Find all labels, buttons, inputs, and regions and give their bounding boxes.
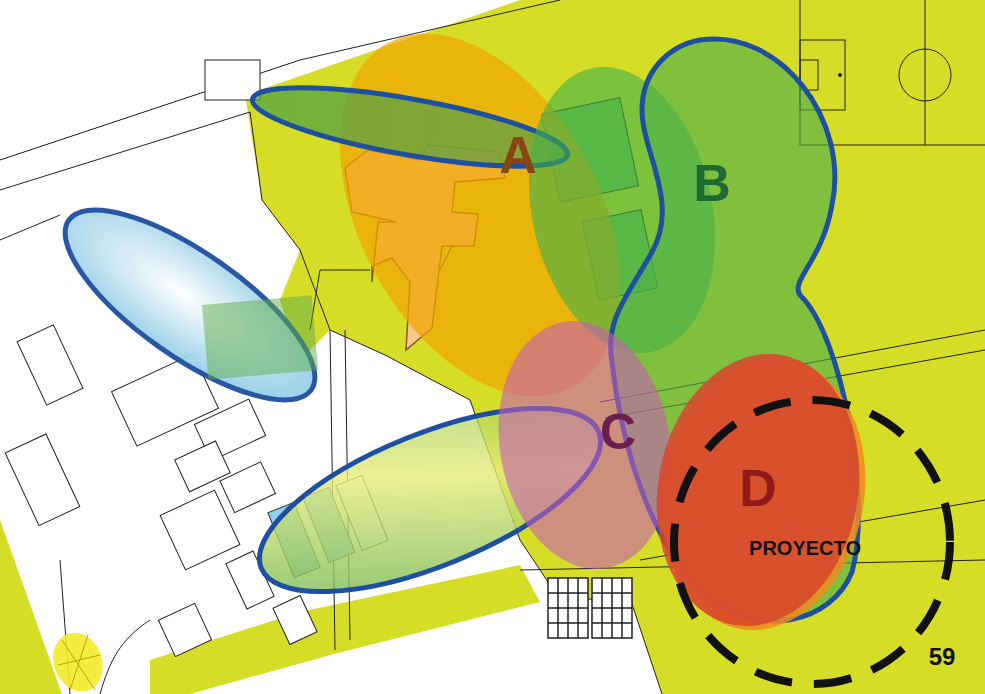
zone-letter: C bbox=[600, 407, 636, 457]
project-area: PROYECTO bbox=[672, 397, 952, 687]
zone-letter: A bbox=[499, 129, 537, 181]
zone-outline bbox=[495, 320, 675, 570]
zone-shape bbox=[248, 72, 573, 183]
project-label: PROYECTO bbox=[749, 538, 861, 558]
zone-letter: B bbox=[693, 157, 731, 209]
soccer-field bbox=[800, 0, 985, 145]
zone-shape bbox=[480, 307, 691, 583]
zone-shape bbox=[636, 338, 881, 643]
tree-symbol bbox=[45, 626, 111, 694]
courts bbox=[548, 578, 632, 638]
zone: C bbox=[495, 320, 675, 570]
zone-shape bbox=[674, 400, 950, 684]
page-number: 59 bbox=[929, 645, 956, 669]
zone-letter: D bbox=[739, 462, 777, 514]
